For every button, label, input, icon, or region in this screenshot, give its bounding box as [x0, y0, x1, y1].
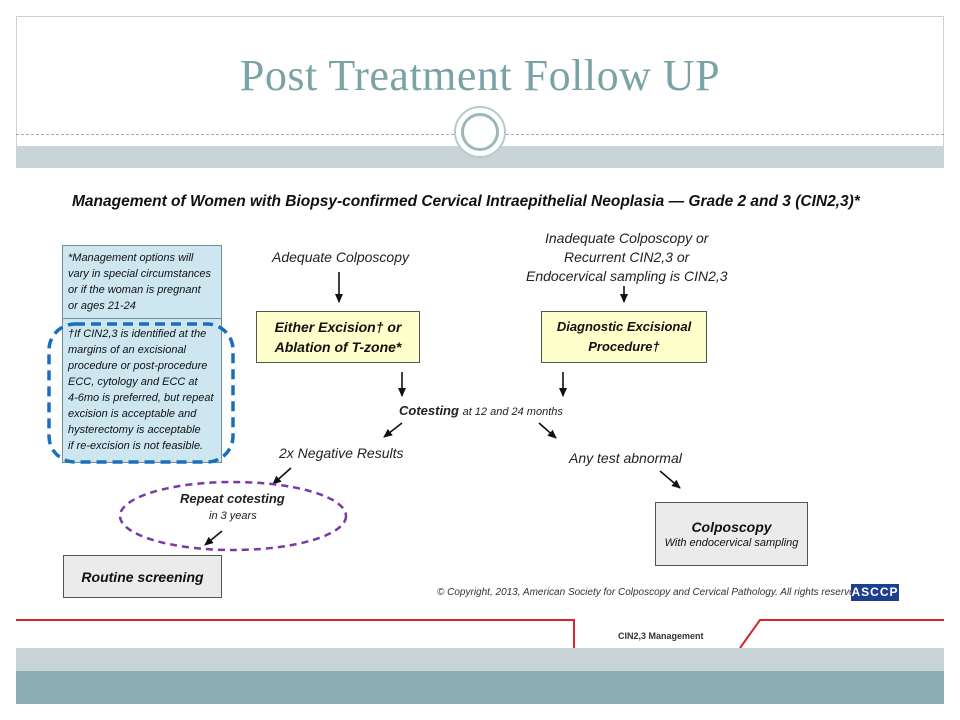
copyright-text: © Copyright, 2013, American Society for …: [437, 587, 864, 598]
any-test-abnormal-label: Any test abnormal: [569, 450, 682, 466]
footer-rule: [16, 619, 575, 648]
footnote-line: 4-6mo is preferred, but repeat: [68, 392, 214, 404]
routine-screening-box: Routine screening: [63, 555, 222, 598]
arrow-cotesting-to-negative: [383, 422, 403, 438]
repeat-cotesting-highlight-oval: [118, 480, 348, 552]
repeat-cotesting-detail: in 3 years: [209, 510, 257, 522]
slide-title: Post Treatment Follow UP: [239, 51, 721, 100]
footnote-line: or if the woman is pregnant: [68, 284, 201, 296]
footer-rule: [739, 619, 944, 649]
excision-ablation-box: Either Excision† or Ablation of T-zone*: [256, 311, 420, 363]
inadequate-label-line: Endocervical sampling is CIN2,3: [526, 268, 728, 284]
bottom-band-dark: [16, 671, 944, 704]
colposcopy-detail: With endocervical sampling: [664, 537, 799, 549]
footnote-line: †If CIN2,3 is identified at the: [68, 328, 207, 340]
diagnostic-line: Diagnostic Excisional: [556, 319, 692, 334]
footnote-line: excision is acceptable and: [68, 408, 197, 420]
ablation-line: Ablation of T-zone*: [274, 339, 402, 355]
footnote-line: or ages 21-24: [68, 300, 136, 312]
title-divider-left: [16, 134, 454, 135]
footnote-line: if re-excision is not feasible.: [68, 440, 204, 452]
routine-screening-label: Routine screening: [81, 568, 204, 585]
footnote-highlight-outline: [47, 322, 235, 464]
footnote-divider: [62, 318, 222, 319]
footnote-line: hysterectomy is acceptable: [68, 424, 201, 436]
footnote-line: margins of an excisional: [68, 344, 187, 356]
diagnostic-excisional-box: Diagnostic Excisional Procedure†: [541, 311, 707, 363]
flowchart-heading: Management of Women with Biopsy-confirme…: [72, 193, 860, 210]
cotesting-detail: at 12 and 24 months: [462, 406, 563, 418]
adequate-colposcopy-label: Adequate Colposcopy: [272, 249, 409, 265]
colposcopy-box: Colposcopy With endocervical sampling: [655, 502, 808, 566]
colposcopy-title: Colposcopy: [691, 519, 772, 535]
arrow-negative-to-repeat: [272, 467, 292, 485]
arrow-repeat-to-routine: [204, 530, 223, 546]
negative-results-label: 2x Negative Results: [279, 445, 404, 461]
inadequate-label-line: Inadequate Colposcopy or: [545, 230, 709, 246]
footnote-line: ECC, cytology and ECC at: [68, 376, 198, 388]
cotesting-label: Cotesting at 12 and 24 months: [399, 403, 563, 418]
footnote-line: vary in special circumstances: [68, 268, 212, 280]
excision-line: Either Excision† or: [274, 319, 402, 335]
title-ornament-ring: [461, 113, 499, 151]
inadequate-label-line: Recurrent CIN2,3 or: [564, 249, 690, 265]
bottom-band-light: [16, 648, 944, 671]
arrow-abnormal-to-colposcopy: [659, 470, 681, 489]
arrow-cotesting-to-abnormal: [538, 422, 557, 439]
cotesting-title: Cotesting: [399, 403, 459, 418]
repeat-cotesting-title: Repeat cotesting: [180, 491, 285, 506]
footnote-line: *Management options will: [68, 252, 194, 264]
title-divider-right: [506, 134, 944, 135]
footer-section-label: CIN2,3 Management: [618, 631, 704, 641]
asccp-logo: ASCCP: [851, 584, 899, 601]
procedure-line: Procedure†: [588, 339, 660, 354]
footnote-line: procedure or post-procedure: [68, 360, 208, 372]
footnote-box: [62, 245, 222, 463]
